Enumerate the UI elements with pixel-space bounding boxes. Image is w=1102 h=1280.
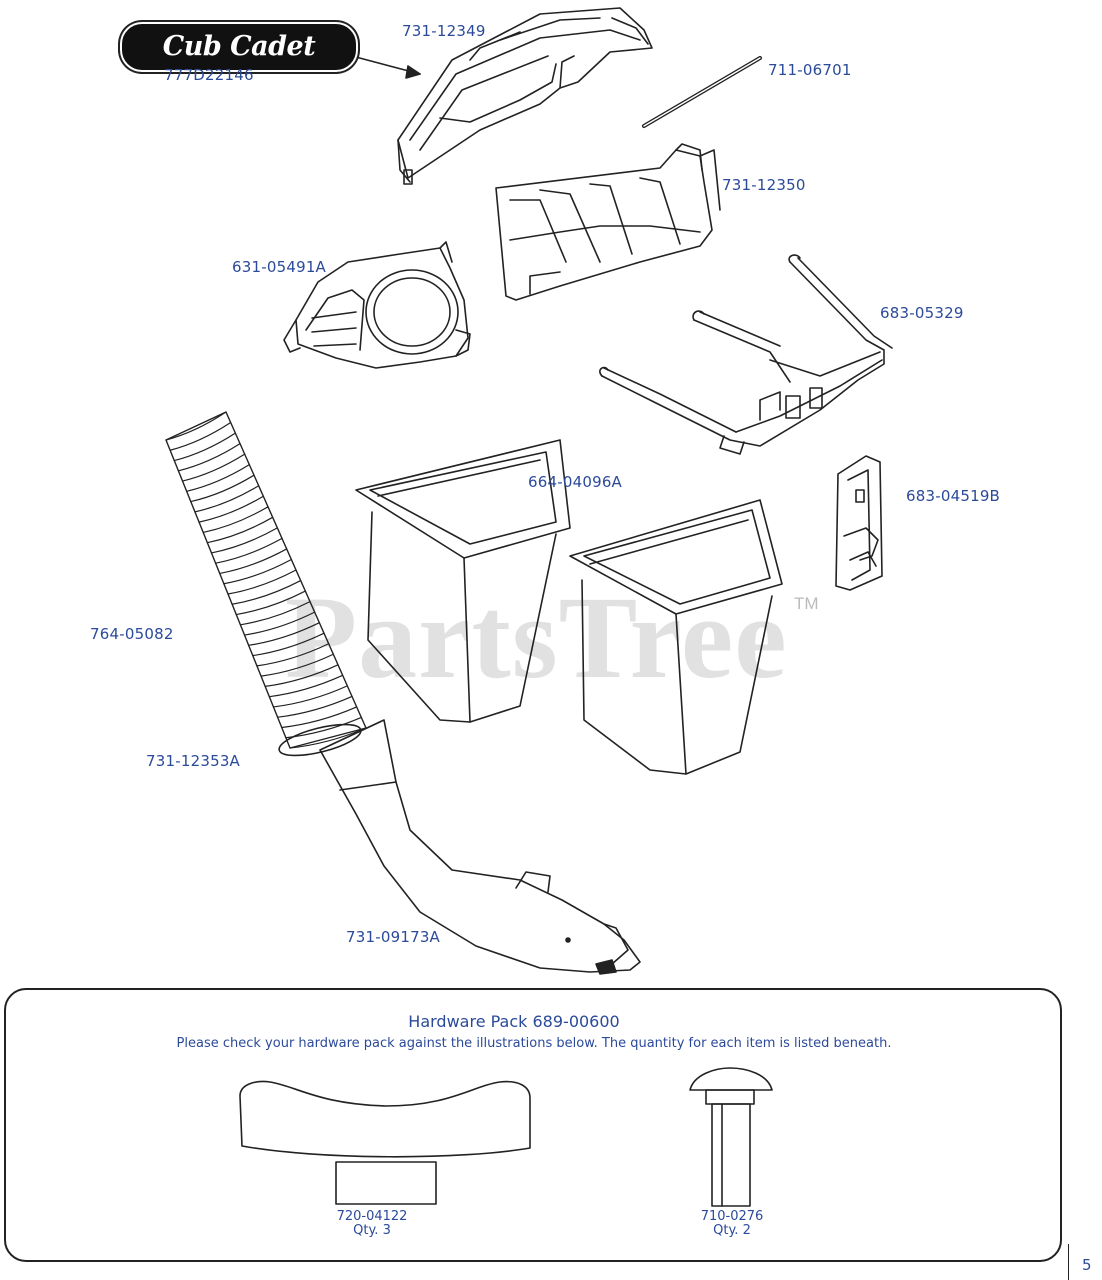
part-731-09173A-chute (319, 719, 641, 975)
label-731-09173A: 731-09173A (346, 928, 441, 946)
logo-part-number: 777D22146 (164, 66, 254, 84)
hardware-pack-title: Hardware Pack 689-00600 (408, 1012, 620, 1031)
part-664-04096A-container-right (569, 499, 783, 775)
part-664-04096A-container-left (355, 439, 571, 723)
cub-cadet-logo: Cub Cadet (122, 24, 356, 70)
hardware-item-qty: Qty. 3 (353, 1223, 391, 1238)
hardware-item-bolt: 710-0276 Qty. 2 (682, 1210, 782, 1238)
logo-pointer-arrow (351, 55, 421, 79)
hardware-item-part-number: 720-04122 (336, 1209, 408, 1224)
part-731-12350-rear-panel (495, 143, 721, 301)
hardware-item-knob: 720-04122 Qty. 3 (322, 1210, 422, 1238)
label-731-12349: 731-12349 (402, 22, 486, 40)
page-divider (1068, 1244, 1069, 1280)
label-664-04096A: 664-04096A (528, 473, 623, 491)
label-631-05491A: 631-05491A (232, 258, 327, 276)
part-764-05082-hose (165, 411, 367, 757)
hardware-pack-panel (4, 988, 1062, 1262)
label-731-12353A: 731-12353A (146, 752, 241, 770)
label-764-05082: 764-05082 (90, 625, 174, 643)
label-731-12350: 731-12350 (722, 176, 806, 194)
label-711-06701: 711-06701 (768, 61, 852, 79)
hardware-item-qty: Qty. 2 (713, 1223, 751, 1238)
part-683-05329-frame (599, 254, 893, 455)
hardware-item-part-number: 710-0276 (700, 1209, 764, 1224)
label-683-04519B: 683-04519B (906, 487, 1001, 505)
trademark-symbol: TM (794, 594, 819, 613)
part-683-04519B-bracket (835, 455, 883, 591)
label-683-05329: 683-05329 (880, 304, 964, 322)
hardware-bolt-710-0276 (689, 1067, 773, 1207)
hardware-knob-720-04122 (239, 1080, 531, 1205)
hardware-pack-instructions: Please check your hardware pack against … (176, 1036, 892, 1051)
part-731-12349-cover (397, 7, 653, 185)
page-number: 5 (1082, 1256, 1092, 1274)
part-711-06701-rod (642, 56, 762, 128)
part-631-05491A-adapter (283, 241, 471, 369)
